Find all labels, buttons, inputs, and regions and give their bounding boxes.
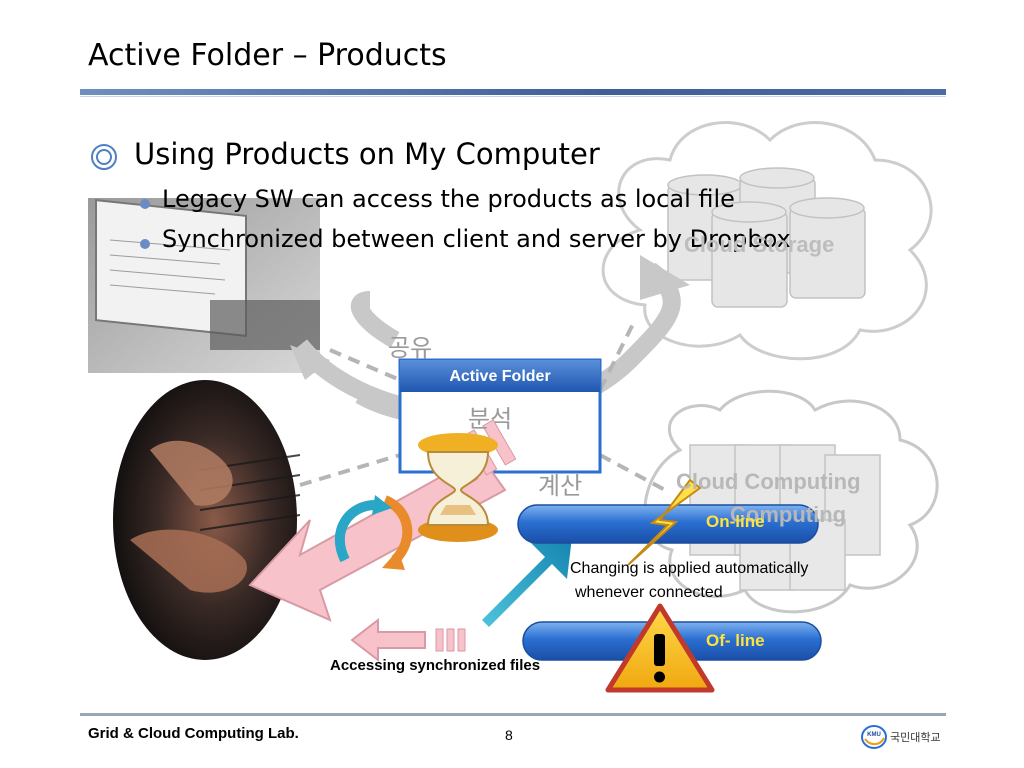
hourglass-icon <box>418 433 498 542</box>
university-logo: KMU 국민대학교 <box>861 725 941 749</box>
cloud-storage-label: Cloud Storage <box>684 232 835 257</box>
slide-title: Active Folder – Products <box>88 38 447 73</box>
sub-bullet-dot <box>140 239 150 249</box>
changing-note-line2: whenever connected <box>575 584 723 601</box>
warning-icon <box>605 603 715 693</box>
pink-left-arrow <box>350 617 466 663</box>
title-underline-thin <box>80 96 946 97</box>
accessing-files-label: Accessing synchronized files <box>330 657 541 674</box>
share-label: 공유 <box>388 335 433 362</box>
compute-label: 계산 <box>538 473 583 500</box>
offline-label: Of- line <box>706 631 765 650</box>
main-bullet: Using Products on My Computer <box>134 137 600 171</box>
online-label: On-line <box>706 512 765 531</box>
cyan-arrow <box>482 537 572 627</box>
logo-badge-text: KMU <box>867 732 881 738</box>
sub-bullet-dot <box>140 199 150 209</box>
footer-lab-name: Grid & Cloud Computing Lab. <box>88 725 299 742</box>
footer-rule <box>80 713 946 716</box>
page-number: 8 <box>505 727 513 743</box>
lightning-icon <box>627 478 702 566</box>
cloud-computing-label-2: Computing <box>730 502 847 527</box>
analyze-label: 분석 <box>468 406 513 433</box>
title-underline <box>80 89 946 95</box>
cloud-storage-cloud <box>601 121 933 361</box>
double-circle-bullet-icon <box>91 144 117 170</box>
changing-note-line1: Changing is applied automatically <box>570 560 809 577</box>
cloud-computing-label: Cloud Computing <box>676 469 861 494</box>
dashed-connectors <box>299 319 666 492</box>
active-folder-title: Active Folder <box>449 368 551 385</box>
sub-bullet-1: Legacy SW can access the products as loc… <box>162 185 735 213</box>
laptop-image <box>88 198 320 373</box>
sub-bullet-2: Synchronized between client and server b… <box>162 225 791 253</box>
sync-icon <box>334 495 413 564</box>
logo-text: 국민대학교 <box>890 731 941 744</box>
